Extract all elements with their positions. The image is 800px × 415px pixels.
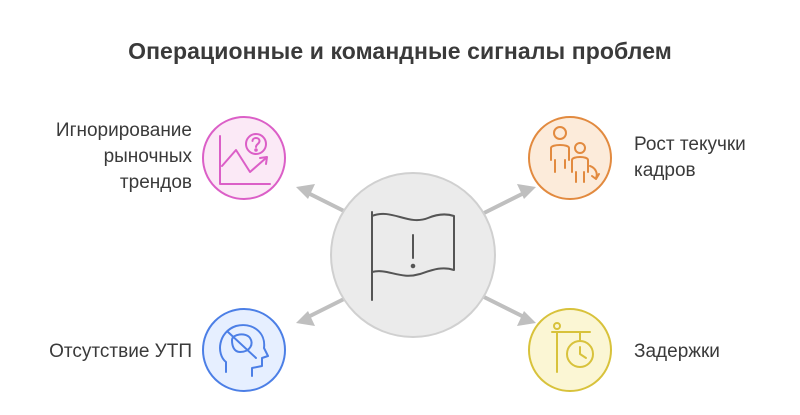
- icon-circle-no-usp: [202, 308, 286, 392]
- icon-circle-delays: [528, 308, 612, 392]
- arrowhead-bottom-left: [296, 311, 315, 326]
- label-no-usp: Отсутствие УТП: [10, 339, 192, 365]
- label-line: рыночных: [103, 146, 192, 167]
- flag-warning-icon: [371, 211, 455, 301]
- arrow-bottom-right: [478, 293, 528, 320]
- label-line: кадров: [634, 160, 696, 181]
- diagram-title: Операционные и командные сигналы проблем: [128, 38, 672, 64]
- chart-question-icon: [219, 133, 271, 185]
- label-market-trends: Игнорирование рыночных трендов: [16, 118, 192, 196]
- label-line: Отсутствие УТП: [49, 341, 192, 362]
- label-delays: Задержки: [634, 339, 794, 365]
- arrowhead-top-right: [517, 184, 536, 199]
- people-turnover-icon: [550, 126, 600, 183]
- label-staff-turnover: Рост текучки кадров: [634, 132, 794, 184]
- label-line: Игнорирование: [55, 120, 192, 141]
- arrowhead-bottom-right: [517, 311, 536, 326]
- head-no-idea-icon: [219, 324, 269, 377]
- label-line: Рост текучки: [634, 134, 746, 155]
- clock-delay-icon: [551, 322, 594, 373]
- label-line: трендов: [119, 172, 192, 193]
- icon-circle-market-trends: [202, 116, 286, 200]
- arrowhead-top-left: [296, 184, 315, 199]
- label-line: Задержки: [634, 341, 720, 362]
- arrow-heads: [296, 184, 536, 326]
- arrow-top-right: [478, 190, 528, 217]
